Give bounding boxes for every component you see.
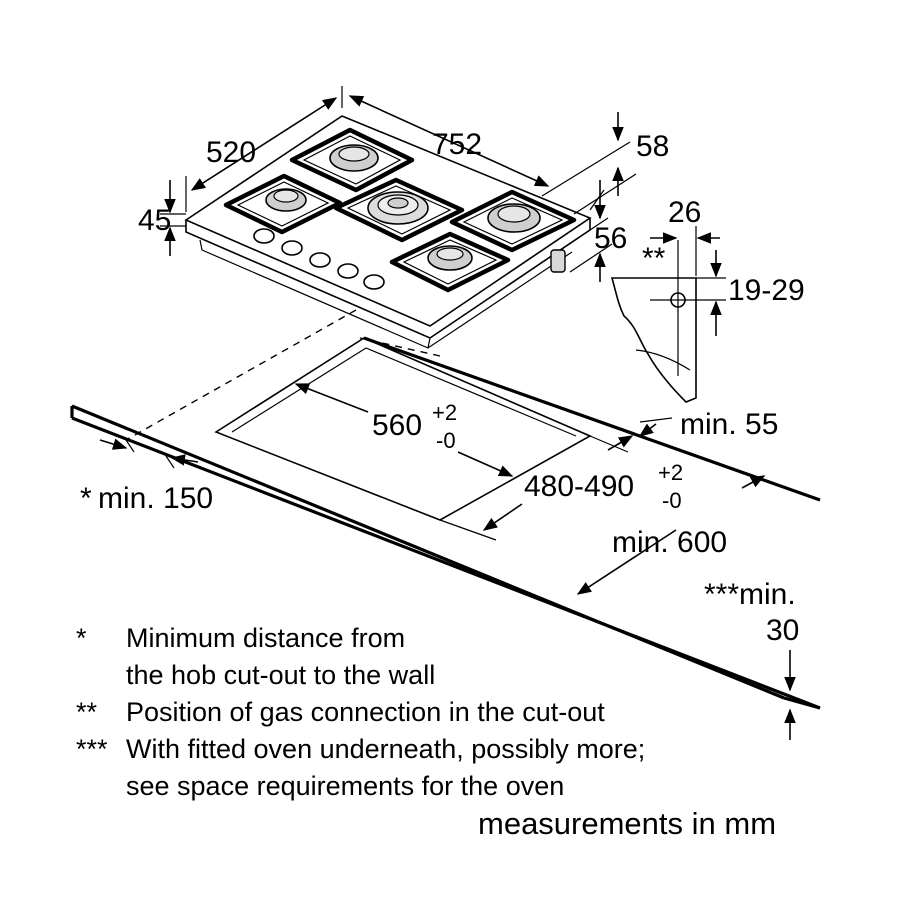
legend-text: Position of gas connection in the cut-ou… (126, 697, 605, 727)
label-min-55: min. 55 (680, 408, 778, 441)
label-cutout-depth-tol-upper: +2 (658, 460, 683, 485)
legend-text: see space requirements for the oven (126, 771, 565, 801)
burner-rear-right (487, 203, 541, 233)
worktop-drawing (70, 309, 821, 740)
label-cutout-depth: 480-490 (524, 470, 634, 503)
legend-item-1: * Minimum distance from the hob cut-out … (76, 620, 645, 694)
legend-mark: *** (76, 734, 108, 764)
legend-text: With fitted oven underneath, possibly mo… (126, 734, 646, 764)
label-height-45: 45 (138, 204, 171, 237)
grate-center (333, 177, 465, 243)
label-cutout-width-tol-lower: -0 (436, 428, 456, 453)
legend: * Minimum distance from the hob cut-out … (76, 620, 645, 805)
label-min-30-line1: ***min. (704, 578, 796, 611)
legend-mark: ** (76, 697, 98, 727)
legend-text: the hob cut-out to the wall (126, 660, 436, 690)
burner-rear-left (329, 144, 379, 172)
gas-connection-detail (610, 226, 726, 403)
label-cutout-depth-tol-lower: -0 (662, 488, 682, 513)
label-min-600: min. 600 (612, 526, 727, 559)
label-cutout-width-tol-upper: +2 (432, 400, 457, 425)
burner-front-right (427, 245, 473, 271)
label-height-58: 58 (636, 130, 669, 163)
legend-text: Minimum distance from (126, 623, 406, 653)
label-height-56: 56 (594, 222, 627, 255)
burner-front-left (265, 188, 307, 212)
legend-item-2: ** Position of gas connection in the cut… (76, 694, 645, 731)
grate-front-right (389, 231, 511, 293)
hob-dimension-lines (160, 86, 637, 282)
units-note: measurements in mm (478, 806, 777, 841)
label-gas-26: 26 (668, 196, 701, 229)
burner-center-wok (367, 191, 429, 225)
label-min-150-marker: * (80, 482, 92, 515)
grate-rear-right (449, 189, 577, 253)
label-cutout-width: 560 (372, 409, 422, 442)
label-gas-19-29: 19-29 (728, 274, 805, 307)
label-min-150: min. 150 (98, 482, 213, 515)
control-knobs (253, 228, 385, 290)
legend-mark: * (76, 623, 87, 653)
label-min-30-line2: 30 (766, 614, 799, 647)
label-width-752: 752 (432, 128, 482, 161)
legend-item-3: *** With fitted oven underneath, possibl… (76, 731, 645, 805)
label-gas-marker: ** (642, 242, 666, 275)
label-depth-520: 520 (206, 136, 256, 169)
